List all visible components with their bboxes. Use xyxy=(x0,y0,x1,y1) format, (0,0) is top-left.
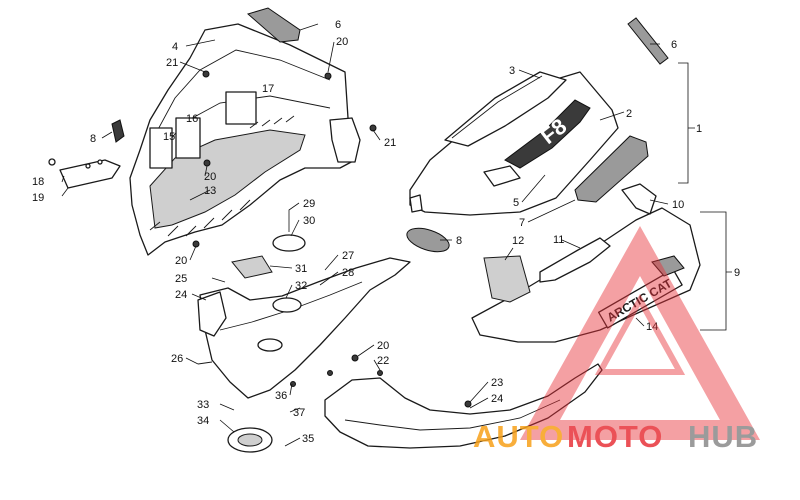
callout-5: 5 xyxy=(513,197,519,209)
callout-3: 3 xyxy=(509,65,515,77)
callout-24-b: 24 xyxy=(491,393,503,405)
hood-graphic-2 xyxy=(504,99,591,169)
callout-13: 13 xyxy=(204,185,216,197)
callout-20-d: 20 xyxy=(377,340,389,352)
hood-panel-3 xyxy=(444,71,567,147)
callout-16: 16 xyxy=(186,113,198,125)
callout-8-right: 8 xyxy=(456,235,462,247)
callout-17: 17 xyxy=(262,83,274,95)
callout-19: 19 xyxy=(32,192,44,204)
bracket-19 xyxy=(59,159,121,189)
leader-lines xyxy=(61,23,669,447)
side-panel-assembly: ARCTIC CAT xyxy=(471,183,701,343)
decal-16 xyxy=(175,117,201,159)
callout-20-c: 20 xyxy=(175,255,187,267)
callout-20-a: 20 xyxy=(336,36,348,48)
watermark-triangle xyxy=(520,226,760,440)
callout-20-b: 20 xyxy=(204,171,216,183)
callout-32: 32 xyxy=(295,280,307,292)
callout-36: 36 xyxy=(275,390,287,402)
callout-4: 4 xyxy=(172,41,178,53)
vent-mesh-6-left xyxy=(246,7,301,43)
belly-pan-assembly xyxy=(197,234,472,453)
callout-15: 15 xyxy=(163,131,175,143)
callout-37: 37 xyxy=(293,407,305,419)
callout-7: 7 xyxy=(519,217,525,229)
bracket-24 xyxy=(197,291,227,337)
hood-intake-7 xyxy=(483,165,521,187)
group-bracket-9 xyxy=(700,211,732,331)
callout-6-right: 6 xyxy=(671,39,677,51)
callout-2: 2 xyxy=(626,108,632,120)
skid-plate-assembly xyxy=(324,363,603,449)
callout-18: 18 xyxy=(32,176,44,188)
group-bracket-1 xyxy=(678,62,695,184)
nose-cone-assembly xyxy=(48,7,377,256)
vent-mesh-hood-right xyxy=(574,135,649,203)
callout-33: 33 xyxy=(197,399,209,411)
callout-14: 14 xyxy=(646,321,658,333)
callout-24-a: 24 xyxy=(175,289,187,301)
panel-stripe-11 xyxy=(539,237,611,283)
brand-decal-box xyxy=(597,268,683,329)
plate-31 xyxy=(231,255,273,279)
watermark-auto: AUTO xyxy=(473,419,564,454)
callout-35: 35 xyxy=(302,433,314,445)
watermark-hub: HUB xyxy=(688,419,758,454)
callout-34: 34 xyxy=(197,415,209,427)
decal-15 xyxy=(149,127,173,169)
callout-8-left: 8 xyxy=(90,133,96,145)
belly-pan xyxy=(199,257,411,399)
callout-10: 10 xyxy=(672,199,684,211)
callout-31: 31 xyxy=(295,263,307,275)
callout-21-a: 21 xyxy=(166,57,178,69)
callout-26: 26 xyxy=(171,353,183,365)
callout-labels: 1 2 3 4 5 6 6 7 8 8 9 10 11 12 13 14 15 … xyxy=(32,19,740,445)
access-hole-30 xyxy=(272,234,306,252)
panel-decal-12 xyxy=(483,255,531,303)
callout-9: 9 xyxy=(734,267,740,279)
access-hole-mid xyxy=(257,338,283,352)
callout-23: 23 xyxy=(491,377,503,389)
callout-27: 27 xyxy=(342,250,354,262)
watermark: AUTO MOTO HUB xyxy=(473,226,760,454)
decal-17 xyxy=(225,91,257,125)
callout-21-b: 21 xyxy=(384,137,396,149)
pad-8-left xyxy=(111,119,125,143)
vent-mesh-8 xyxy=(406,227,450,253)
callout-30: 30 xyxy=(303,215,315,227)
callout-25: 25 xyxy=(175,273,187,285)
callout-1: 1 xyxy=(696,123,702,135)
hood-assembly: F8 xyxy=(406,17,669,253)
callout-22: 22 xyxy=(377,355,389,367)
callout-12: 12 xyxy=(512,235,524,247)
watermark-moto: MOTO xyxy=(567,419,663,454)
callout-11: 11 xyxy=(553,234,564,246)
callout-29: 29 xyxy=(303,198,315,210)
callout-28: 28 xyxy=(342,267,354,279)
vent-mesh-6-right xyxy=(627,17,669,65)
callout-6-left: 6 xyxy=(335,19,341,31)
access-hole-32 xyxy=(272,297,302,313)
